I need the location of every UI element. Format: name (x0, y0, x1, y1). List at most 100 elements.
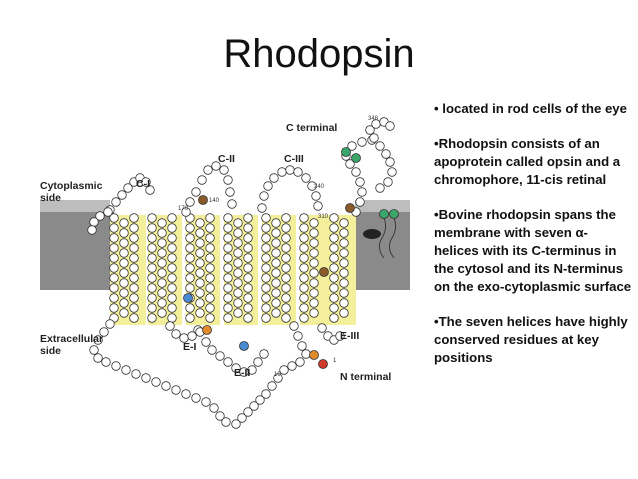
bullet-membrane-span: •Bovine rhodopsin spans the membrane wit… (434, 207, 632, 294)
slide-title: Rhodopsin (223, 32, 415, 76)
residue (185, 273, 195, 283)
residue (273, 373, 283, 383)
residue (185, 233, 195, 243)
residue-number-1: 1 (333, 358, 337, 364)
residue (167, 213, 177, 223)
residue (195, 238, 205, 248)
residue (329, 293, 339, 303)
label-loop-c2: C-II (218, 153, 235, 165)
residue (381, 149, 391, 159)
residue (223, 213, 233, 223)
residue (145, 185, 155, 195)
residue (233, 288, 243, 298)
residue (147, 253, 157, 263)
residue (311, 191, 321, 201)
residue (261, 223, 271, 233)
residue (147, 283, 157, 293)
residue (309, 218, 319, 228)
residue (243, 313, 253, 323)
residue (243, 223, 253, 233)
residue (211, 161, 221, 171)
label-n-terminal: N terminal (340, 371, 391, 383)
residue-red-1 (318, 359, 328, 369)
residue (223, 253, 233, 263)
residue (237, 413, 247, 423)
residue-blue-2 (239, 341, 249, 351)
residue (129, 213, 139, 223)
residue (167, 243, 177, 253)
bullet-conserved-residues: •The seven helices have highly conserved… (434, 314, 628, 365)
residue (185, 197, 195, 207)
residue (243, 213, 253, 223)
residue (299, 303, 309, 313)
residue (243, 273, 253, 283)
residue (109, 223, 119, 233)
residue (123, 183, 133, 193)
label-cytoplasmic-side: side (40, 192, 61, 204)
residue (87, 225, 97, 235)
residue-brown-3 (319, 267, 329, 277)
residue (205, 263, 215, 273)
residue (117, 190, 127, 200)
residue (197, 175, 207, 185)
residue (181, 389, 191, 399)
residue-number-10: 10 (274, 372, 281, 378)
residue (335, 331, 345, 341)
residue (185, 303, 195, 313)
bullet-location: • located in rod cells of the eye (434, 101, 627, 116)
highlighted-residues (183, 147, 399, 369)
residue (281, 213, 291, 223)
residue (147, 243, 157, 253)
residue (141, 177, 151, 187)
residue (157, 268, 167, 278)
label-loop-c1: C-I (136, 178, 150, 190)
label-loop-e2: E-II (234, 367, 250, 379)
residue (309, 278, 319, 288)
residue (257, 203, 267, 213)
residue (299, 313, 309, 323)
rhodopsin-topology-diagram: Cytoplasmic side Extracellular side C te… (40, 116, 410, 429)
residue (101, 357, 111, 367)
residue (105, 319, 115, 329)
residue (281, 273, 291, 283)
residue (167, 253, 177, 263)
residue (129, 253, 139, 263)
residue (167, 263, 177, 273)
residue (195, 288, 205, 298)
residue (157, 288, 167, 298)
residue (301, 173, 311, 183)
residue (231, 363, 241, 373)
residue (259, 349, 269, 359)
residue (201, 337, 211, 347)
residue (261, 389, 271, 399)
residue (243, 407, 253, 417)
residue-green-1 (341, 147, 351, 157)
bullet-list: • located in rod cells of the eye •Rhodo… (434, 100, 632, 384)
residue (191, 187, 201, 197)
residue (205, 273, 215, 283)
residue (339, 268, 349, 278)
residue (329, 213, 339, 223)
residue (233, 258, 243, 268)
residue (261, 303, 271, 313)
label-loop-e3: E-III (340, 330, 359, 342)
residue (93, 353, 103, 363)
residue-brown-2 (345, 203, 355, 213)
residue (281, 253, 291, 263)
residue (167, 273, 177, 283)
residue (271, 218, 281, 228)
residue (111, 197, 121, 207)
residue (223, 293, 233, 303)
residue (141, 373, 151, 383)
residue (339, 218, 349, 228)
residue (171, 385, 181, 395)
label-extracellular-side: side (40, 345, 61, 357)
residue (167, 303, 177, 313)
residue (299, 293, 309, 303)
residue (247, 365, 257, 375)
residue (205, 303, 215, 313)
residue (119, 238, 129, 248)
residue (185, 283, 195, 293)
residue (233, 248, 243, 258)
residue (385, 157, 395, 167)
